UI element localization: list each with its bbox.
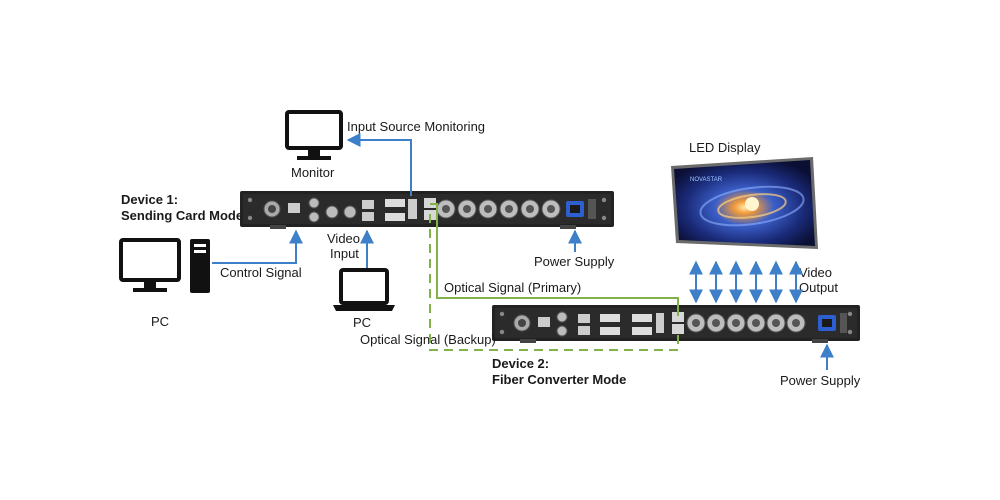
device2-chassis	[492, 305, 860, 341]
input-source-monitoring-label: Input Source Monitoring	[347, 119, 485, 134]
device2-mode: Fiber Converter Mode	[492, 372, 626, 387]
device1-mode: Sending Card Mode	[121, 208, 243, 223]
led-display-label: LED Display	[689, 140, 761, 155]
led-display-screen	[671, 157, 818, 249]
laptop-icon	[333, 268, 395, 311]
control-signal-connector	[212, 229, 303, 264]
video-output-connectors	[689, 260, 803, 304]
control-signal-label: Control Signal	[220, 265, 302, 280]
device2-title: Device 2:	[492, 356, 549, 371]
pc-laptop-label: PC	[353, 315, 371, 330]
monitor-label: Monitor	[291, 165, 335, 180]
video-input-label-line2: Input	[330, 246, 359, 261]
monitoring-connector	[346, 133, 412, 196]
optical-primary-fiber	[430, 203, 679, 316]
optical-primary-label: Optical Signal (Primary)	[444, 280, 581, 295]
optical-backup-label: Optical Signal (Backup)	[360, 332, 496, 347]
power-supply-2-label: Power Supply	[780, 373, 861, 388]
optical-backup-fiber	[429, 214, 679, 351]
pc-desktop-icon	[119, 238, 210, 293]
video-output-label-line1: Video	[799, 265, 832, 280]
device1-title: Device 1:	[121, 192, 178, 207]
video-output-label-line2: Output	[799, 280, 838, 295]
device1-chassis	[240, 191, 614, 227]
pc-left-label: PC	[151, 314, 169, 329]
video-input-label-line1: Video	[327, 231, 360, 246]
monitor-icon	[285, 110, 343, 160]
screen-logo-text: NOVASTAR	[690, 177, 723, 183]
power-supply-1-label: Power Supply	[534, 254, 615, 269]
